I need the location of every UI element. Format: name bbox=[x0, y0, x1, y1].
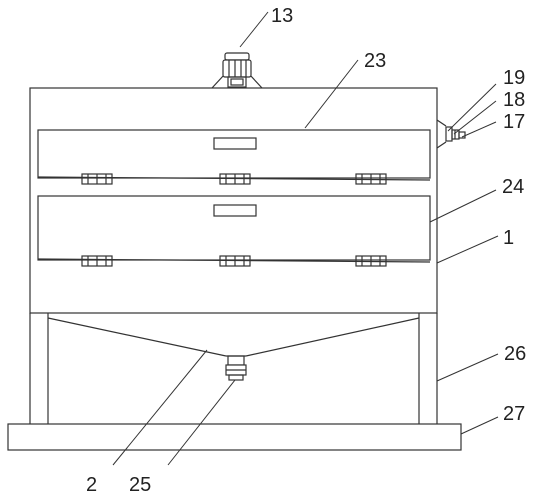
leader-27 bbox=[460, 416, 499, 435]
leader-19 bbox=[447, 83, 497, 132]
label-24: 24 bbox=[502, 176, 524, 198]
leader-13 bbox=[239, 11, 269, 48]
leader-2 bbox=[112, 349, 208, 466]
motor bbox=[211, 52, 263, 89]
main-housing bbox=[29, 87, 438, 314]
lower-hinges bbox=[81, 255, 387, 267]
leader-26 bbox=[436, 353, 499, 382]
callout-labels: 13 23 19 18 17 24 1 26 27 2 25 bbox=[86, 5, 526, 496]
collection-hopper bbox=[47, 317, 420, 357]
support-legs bbox=[29, 313, 438, 424]
leader-25 bbox=[167, 379, 236, 466]
label-27: 27 bbox=[503, 403, 525, 425]
label-13: 13 bbox=[271, 5, 293, 27]
base-plate bbox=[7, 423, 462, 451]
label-25: 25 bbox=[129, 474, 151, 496]
upper-screen-drawer bbox=[37, 129, 431, 181]
label-1: 1 bbox=[503, 227, 514, 249]
label-18: 18 bbox=[503, 89, 525, 111]
label-26: 26 bbox=[504, 343, 526, 365]
side-bracket bbox=[436, 119, 466, 149]
leader-24 bbox=[429, 189, 497, 223]
label-23: 23 bbox=[364, 50, 386, 72]
leader-18 bbox=[453, 100, 497, 135]
lower-screen-drawer bbox=[37, 195, 431, 263]
leader-1 bbox=[436, 235, 499, 264]
label-19: 19 bbox=[503, 67, 525, 89]
outlet-valve bbox=[225, 355, 247, 381]
leader-lines bbox=[112, 11, 499, 466]
label-17: 17 bbox=[503, 111, 525, 133]
leader-17 bbox=[461, 121, 497, 138]
upper-hinges bbox=[81, 173, 387, 185]
label-2: 2 bbox=[86, 474, 97, 496]
leader-23 bbox=[304, 59, 359, 129]
